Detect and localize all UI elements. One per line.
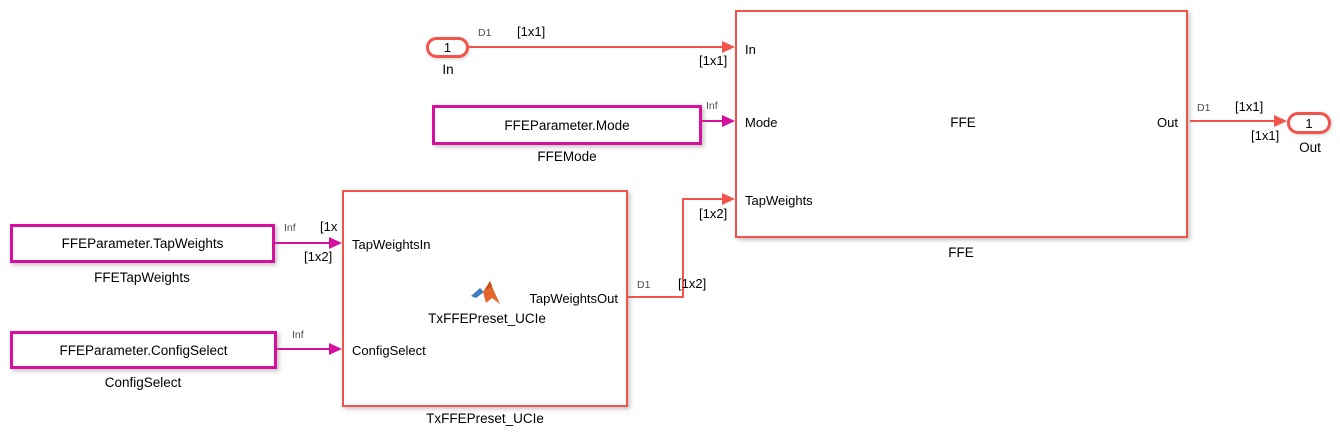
block-name-ffe[interactable]: FFE [948, 245, 974, 260]
ffe-block[interactable]: In Mode TapWeights Out FFE [735, 10, 1188, 238]
constant-block-configselect[interactable]: FFEParameter.ConfigSelect [10, 331, 277, 369]
wire-arrowhead-configselect[interactable] [329, 343, 342, 355]
wire-tapweightsout-seg-c[interactable] [684, 198, 722, 200]
signal-rate-tapweightsout: D1 [637, 279, 651, 291]
wire-tapweightsout-seg-b[interactable] [682, 198, 684, 298]
constant-value-configselect: FFEParameter.ConfigSelect [59, 342, 228, 358]
wire-configselect-to-preset[interactable] [277, 348, 329, 350]
signal-rate-in: D1 [478, 27, 492, 39]
signal-rate-mode: Inf [706, 100, 718, 112]
signal-dim-in-at-port: [1x1] [699, 53, 728, 68]
outport-name-label[interactable]: Out [1299, 140, 1321, 155]
signal-dim-tapweightsin-clipped: [1x [320, 219, 338, 234]
constant-block-ffemode[interactable]: FFEParameter.Mode [432, 105, 702, 145]
port-label-tapweightsout: TapWeightsOut [529, 291, 618, 306]
port-label-ffe-tapweights: TapWeights [745, 193, 813, 208]
port-label-ffe-in: In [745, 42, 756, 57]
constant-name-configselect[interactable]: ConfigSelect [104, 375, 182, 390]
wire-arrowhead-mode[interactable] [722, 115, 735, 127]
wire-arrowhead-in[interactable] [722, 41, 735, 53]
outport-value: 1 [1305, 115, 1313, 131]
port-label-tapweightsin: TapWeightsIn [352, 237, 431, 252]
signal-dim-tapweightsout-at-port: [1x2] [699, 206, 728, 221]
inport-name-label[interactable]: In [442, 62, 454, 77]
signal-rate-configselect: Inf [292, 329, 304, 341]
inport-block-in[interactable]: 1 [426, 37, 469, 58]
constant-name-ffetapweights[interactable]: FFETapWeights [94, 270, 190, 285]
block-name-txffepreset[interactable]: TxFFEPreset_UCIe [426, 411, 544, 426]
signal-rate-tapweightsin: Inf [284, 222, 296, 234]
port-label-ffe-out: Out [1157, 115, 1178, 130]
port-label-ffe-mode: Mode [745, 115, 778, 130]
wire-ffe-to-out[interactable] [1190, 120, 1274, 122]
block-inner-title-txffepreset: TxFFEPreset_UCIe [428, 311, 546, 326]
port-label-configselect: ConfigSelect [352, 343, 426, 358]
block-inner-title-ffe: FFE [950, 115, 976, 130]
signal-dim-tapweightsout: [1x2] [678, 276, 707, 291]
signal-dim-tapweightsin: [1x2] [304, 249, 333, 264]
wire-arrowhead-tapweights[interactable] [722, 193, 735, 205]
wire-arrowhead-out[interactable] [1274, 115, 1287, 127]
constant-name-ffemode[interactable]: FFEMode [537, 149, 597, 164]
constant-value-ffetapweights: FFEParameter.TapWeights [61, 236, 224, 251]
signal-dim-in: [1x1] [517, 24, 546, 39]
inport-value: 1 [443, 40, 452, 55]
constant-block-ffetapweights[interactable]: FFEParameter.TapWeights [10, 224, 275, 263]
signal-dim-out: [1x1] [1235, 99, 1264, 114]
wire-tapweights-to-preset[interactable] [275, 242, 329, 244]
wire-arrowhead-tapweightsin[interactable] [329, 237, 342, 249]
wire-in-to-ffe[interactable] [469, 46, 722, 48]
matlab-logo-icon [471, 281, 500, 304]
wire-mode-to-ffe[interactable] [702, 120, 724, 122]
wire-tapweightsout-seg-a[interactable] [628, 296, 684, 298]
matlab-function-block-txffepreset[interactable]: TapWeightsIn ConfigSelect TapWeightsOut … [342, 190, 628, 407]
signal-dim-out-at-port: [1x1] [1251, 128, 1280, 143]
outport-block-out[interactable]: 1 [1287, 112, 1331, 134]
constant-value-ffemode: FFEParameter.Mode [504, 117, 630, 133]
signal-rate-out: D1 [1197, 102, 1211, 114]
